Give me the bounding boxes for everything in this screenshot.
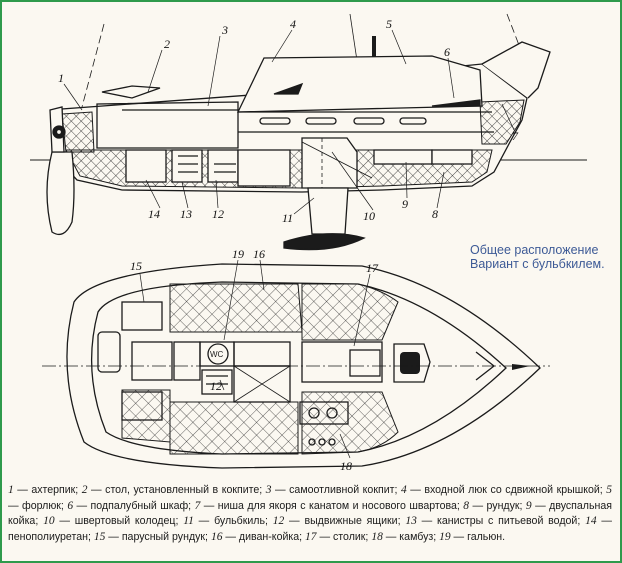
legend-entry: 13 — канистры с питьевой водой; [405,515,585,527]
legend-number: 7 [194,499,201,512]
side-view-callouts: 1 2 3 4 5 6 7 8 9 10 11 12 13 14 [58,17,519,225]
legend-number: 13 [405,515,417,527]
legend-entry: 1 — ахтерпик; [8,484,82,496]
legend-description: — столик; [316,530,372,543]
legend-description: — подпалубный шкаф; [73,499,195,512]
legend-entry: 4 — входной люк со сдвижной крышкой; [401,484,606,496]
callout-9: 9 [402,197,408,211]
legend-description: — камбуз; [382,530,440,543]
legend-description: — выдвижные ящики; [284,515,406,527]
legend-number: 8 [463,499,470,512]
callout-10: 10 [363,209,375,223]
yacht-drawing: 1 2 3 4 5 6 7 8 9 10 11 12 13 14 [30,13,587,473]
legend-entry: 3 — самоотливной кокпит; [266,484,401,496]
callout-12: 12 [212,207,224,221]
legend-description: — диван-койка; [222,530,306,543]
legend-description: — гальюн. [450,530,506,543]
legend-entry: 16 — диван-койка; [211,531,305,543]
legend-description: — канистры с питьевой водой; [416,515,586,527]
legend-number: 17 [305,530,317,543]
legend-entry: 2 — стол, установленный в кокпите; [82,484,266,496]
legend-description: — ахтерпик; [13,484,82,496]
legend-description: — швертовый колодец; [54,515,184,527]
legend-number: 4 [400,484,407,496]
callout-17: 17 [366,261,379,275]
callout-11: 11 [282,211,293,225]
legend-entry: 15 — парусный рундук; [94,531,211,543]
callout-14: 14 [148,207,160,221]
side-view [30,13,587,251]
callout-6: 6 [444,45,450,59]
bulb-keel [307,187,349,235]
legend-entry: 5 — форлюк; [8,484,612,512]
legend-description: — форлюк; [8,499,68,512]
legend-number: 18 [371,530,383,543]
rudder [46,151,75,236]
legend-entry: 18 — камбуз; [371,531,439,543]
legend-number: 15 [93,530,106,543]
callout-2: 2 [164,37,170,51]
legend-number: 12 [272,515,285,527]
legend-description: — двуспальная койка; [8,499,612,528]
legend-description: — рундук; [469,499,526,512]
legend-number: 5 [606,484,612,496]
legend-number: 3 [265,484,272,496]
legend-entry: 19 — гальюн. [439,531,505,543]
callout-15: 15 [130,259,142,273]
legend-description: — ниша для якоря с канатом и носового шв… [200,499,464,512]
legend-entry: 10 — швертовый колодец; [43,515,183,527]
legend-number: 2 [81,484,88,496]
legend-entry: 17 — столик; [305,531,371,543]
diagram-caption: Общее расположение Вариант с бульбкилем. [470,243,610,271]
legend-description: — стол, установленный в кокпите; [87,484,266,496]
legend-entry: 6 — подпалубный шкаф; [67,500,194,512]
legend-entry: 14 — пенополиуретан; [8,515,612,543]
legend-entry: 12 — выдвижные ящики; [273,515,406,527]
legend-entry: 7 — ниша для якоря с канатом и носового … [195,500,464,512]
legend-number: 11 [183,515,194,527]
callout-8: 8 [432,207,438,221]
legend-description: — входной люк со сдвижной крышкой; [406,484,607,496]
legend-number: 14 [585,515,597,527]
callout-13: 13 [180,207,192,221]
legend-description: — пенополиуретан; [8,515,612,543]
wc-label: WC [210,350,224,359]
callout-4: 4 [290,17,296,31]
legend-description: — парусный рундук; [105,530,211,543]
legend-text: 1 — ахтерпик; 2 — стол, установленный в … [8,483,612,545]
legend-number: 16 [210,530,223,543]
callout-12-plan: 12 [210,379,222,393]
legend-number: 10 [43,515,55,527]
legend-entry: 9 — двуспальная койка; [8,500,612,528]
plan-view: WC [42,259,550,469]
legend-number: 1 [8,484,14,496]
legend-number: 19 [439,530,451,543]
legend-entry: 8 — рундук; [463,500,526,512]
callout-19: 19 [232,247,244,261]
legend-number: 6 [67,499,74,512]
legend-description: — бульбкиль; [193,515,273,527]
callout-5: 5 [386,17,392,31]
callout-18: 18 [340,459,352,473]
legend-entry: 11 — бульбкиль; [183,515,273,527]
legend-description: — самоотливной кокпит; [271,484,401,496]
caption-line-1: Общее расположение [470,243,599,257]
callout-1: 1 [58,71,64,85]
callout-16: 16 [253,247,265,261]
caption-line-2: Вариант с бульбкилем. [470,257,605,271]
callout-3: 3 [221,23,228,37]
plan-view-callouts: 15 19 16 17 18 12 [130,247,379,473]
legend-number: 9 [525,499,532,512]
callout-7: 7 [512,129,519,143]
